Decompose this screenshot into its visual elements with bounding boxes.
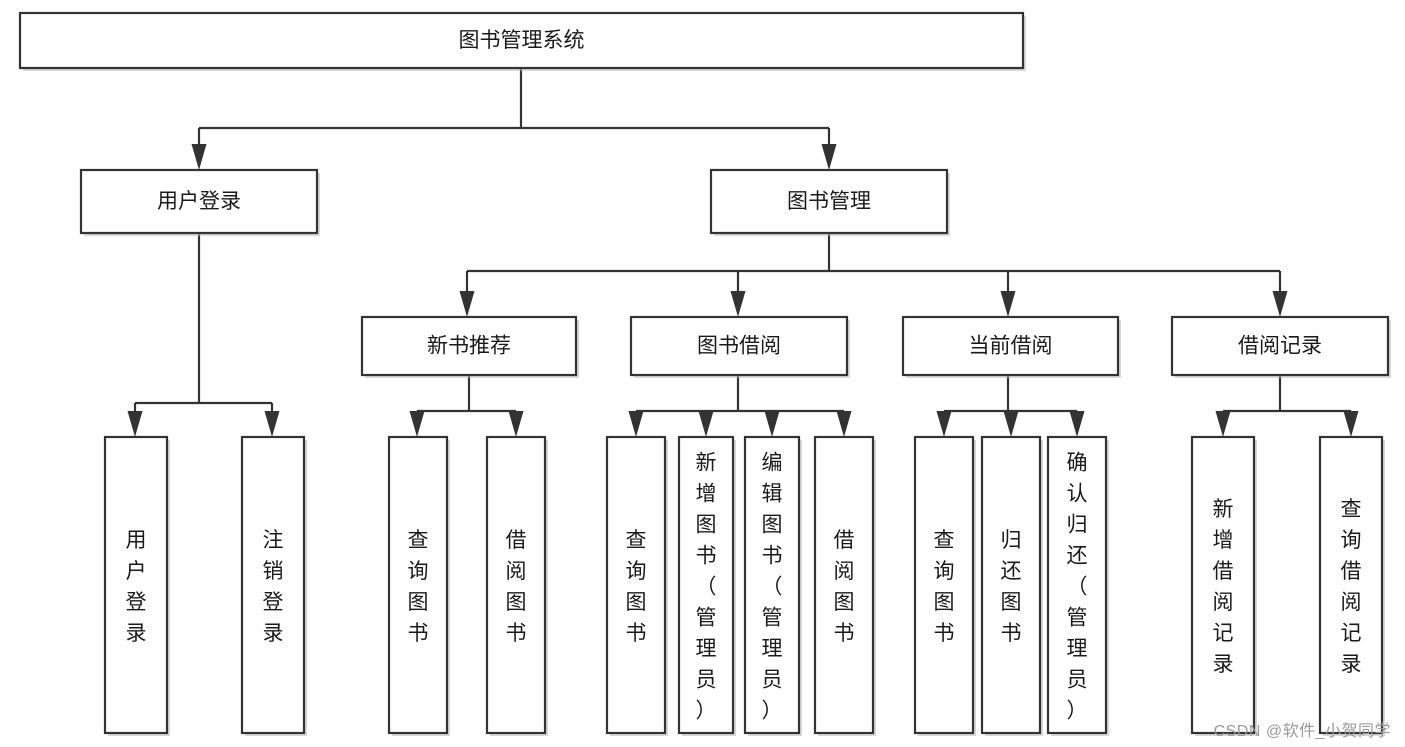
arrow-head-icon xyxy=(508,411,524,437)
node-leaf-logout[interactable]: 注销登录 xyxy=(240,435,307,736)
node-leaf-confirm-return[interactable]: 确认归还（管理员） xyxy=(1046,435,1109,736)
node-leaf-query-book-2[interactable]: 查询图书 xyxy=(605,435,668,736)
arrow-head-icon xyxy=(264,411,280,437)
node-label: 查询借阅记录 xyxy=(1341,498,1362,676)
arrow-head-icon xyxy=(1000,291,1016,317)
node-label: 归还图书 xyxy=(1001,529,1022,645)
node-leaf-borrow-book-2[interactable]: 借阅图书 xyxy=(813,435,876,736)
arrow-head-icon xyxy=(836,411,852,437)
node-user-login[interactable]: 用户登录 xyxy=(79,168,320,236)
node-rect[interactable] xyxy=(1046,435,1108,735)
node-label: 查询图书 xyxy=(626,529,647,645)
node-label: 新书推荐 xyxy=(427,335,511,358)
node-rect[interactable] xyxy=(813,435,875,735)
node-label: 用户登录 xyxy=(126,529,147,645)
connector-e-root-bus xyxy=(191,68,837,170)
node-label: 编辑图书（管理员） xyxy=(762,452,783,723)
node-label: 当前借阅 xyxy=(969,335,1053,358)
node-leaf-query-book-3[interactable]: 查询图书 xyxy=(913,435,976,736)
arrow-head-icon xyxy=(821,144,837,170)
node-leaf-edit-book[interactable]: 编辑图书（管理员） xyxy=(743,435,802,736)
node-rect[interactable] xyxy=(677,435,735,735)
node-rect[interactable] xyxy=(18,11,1025,70)
arrow-head-icon xyxy=(1215,411,1231,437)
node-rect[interactable] xyxy=(901,315,1120,377)
arrow-head-icon xyxy=(409,411,425,437)
node-label: 图书管理系统 xyxy=(459,29,585,52)
arrow-head-icon xyxy=(1069,411,1085,437)
node-rect[interactable] xyxy=(743,435,801,735)
node-rect[interactable] xyxy=(485,435,547,735)
node-label: 新增借阅记录 xyxy=(1213,498,1234,676)
node-rect[interactable] xyxy=(913,435,975,735)
node-leaf-add-record[interactable]: 新增借阅记录 xyxy=(1190,435,1257,736)
connector-e-br-bus xyxy=(1215,375,1359,437)
node-label: 借阅图书 xyxy=(834,529,855,645)
node-leaf-return-book[interactable]: 归还图书 xyxy=(980,435,1043,736)
node-rect[interactable] xyxy=(980,435,1042,735)
node-label: 确认归还（管理员） xyxy=(1067,452,1088,723)
connector-e-bb-bus xyxy=(628,375,852,437)
node-new-book-rec[interactable]: 新书推荐 xyxy=(360,315,579,378)
node-rect[interactable] xyxy=(240,435,306,735)
csdn-watermark: CSDN @软件_小贺同学 xyxy=(1213,723,1391,740)
node-leaf-borrow-book-1[interactable]: 借阅图书 xyxy=(485,435,548,736)
node-rect[interactable] xyxy=(103,435,169,735)
node-label: 新增图书（管理员） xyxy=(696,452,717,723)
node-rect[interactable] xyxy=(629,315,849,377)
node-root[interactable]: 图书管理系统 xyxy=(18,11,1026,71)
node-leaf-user-login[interactable]: 用户登录 xyxy=(103,435,170,736)
node-rect[interactable] xyxy=(1170,315,1390,377)
arrow-head-icon xyxy=(1272,291,1288,317)
node-rect[interactable] xyxy=(387,435,449,735)
node-label: 注销登录 xyxy=(263,529,284,645)
connector-e-bm-bus xyxy=(459,233,1288,317)
node-current-borrow[interactable]: 当前借阅 xyxy=(901,315,1121,378)
connector-e-nbr-bus xyxy=(409,375,524,437)
connector-e-cb-bus xyxy=(936,375,1085,437)
node-leaf-add-book[interactable]: 新增图书（管理员） xyxy=(677,435,736,736)
node-label: 查询图书 xyxy=(408,529,429,645)
arrow-head-icon xyxy=(730,291,746,317)
node-label: 用户登录 xyxy=(157,190,241,213)
node-rect[interactable] xyxy=(79,168,319,235)
connector-e-ul-bus xyxy=(127,233,280,437)
node-rect[interactable] xyxy=(709,168,949,235)
node-label: 图书管理 xyxy=(787,190,871,213)
arrow-head-icon xyxy=(1343,411,1359,437)
arrow-head-icon xyxy=(936,411,952,437)
node-label: 借阅记录 xyxy=(1238,335,1322,358)
node-layer: 图书管理系统用户登录图书管理新书推荐图书借阅当前借阅借阅记录用户登录注销登录查询… xyxy=(18,11,1391,736)
arrow-head-icon xyxy=(459,291,475,317)
node-leaf-query-record[interactable]: 查询借阅记录 xyxy=(1318,435,1385,736)
node-rect[interactable] xyxy=(1318,435,1384,735)
arrow-head-icon xyxy=(764,411,780,437)
arrow-head-icon xyxy=(191,144,207,170)
connector-layer xyxy=(127,68,1359,437)
node-label: 查询图书 xyxy=(934,529,955,645)
arrow-head-icon xyxy=(127,411,143,437)
node-rect[interactable] xyxy=(1190,435,1256,735)
node-book-manage[interactable]: 图书管理 xyxy=(709,168,950,236)
arrow-head-icon xyxy=(1003,411,1019,437)
node-leaf-query-book-1[interactable]: 查询图书 xyxy=(387,435,450,736)
node-borrow-record[interactable]: 借阅记录 xyxy=(1170,315,1391,378)
node-rect[interactable] xyxy=(360,315,578,377)
node-rect[interactable] xyxy=(605,435,667,735)
node-label: 图书借阅 xyxy=(697,335,781,358)
arrow-head-icon xyxy=(628,411,644,437)
node-book-borrow[interactable]: 图书借阅 xyxy=(629,315,850,378)
arrow-head-icon xyxy=(698,411,714,437)
node-label: 借阅图书 xyxy=(506,529,527,645)
